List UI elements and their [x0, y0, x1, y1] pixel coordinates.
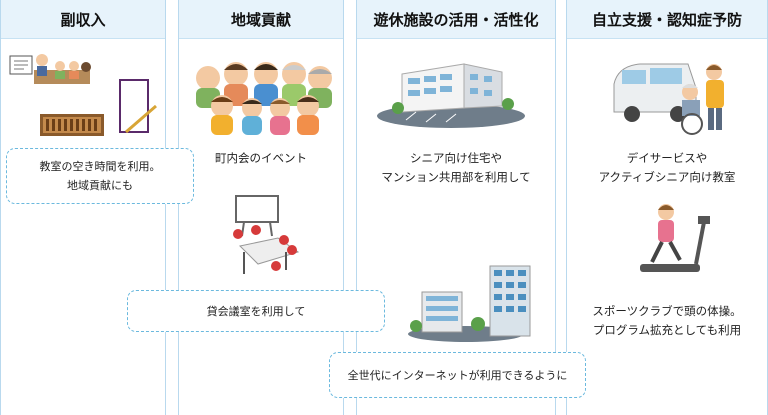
day-service-van-illustration [613, 63, 724, 135]
column-title: 地域貢献 [179, 0, 343, 39]
meeting-room-note: 貸会議室を利用して [127, 290, 385, 332]
sports-club-caption-line2: プログラム拡充としても利用 [592, 323, 742, 337]
office-buildings-illustration [408, 265, 531, 342]
classroom-note-line1: 教室の空き時間を利用。 [39, 160, 161, 173]
internet-note-text: 全世代にインターネットが利用できるように [347, 368, 568, 382]
meeting-room-illustration [233, 195, 300, 274]
classroom-note: 教室の空き時間を利用。 地域貢献にも [6, 148, 194, 204]
column-title: 自立支援・認知症予防 [567, 0, 767, 39]
meeting-room-note-text: 貸会議室を利用して [206, 304, 306, 318]
day-service-caption-line2: アクティブシニア向け教室 [598, 170, 736, 184]
community-event-caption: 町内会のイベント [215, 151, 307, 165]
treadmill-illustration [640, 204, 710, 272]
senior-housing-caption-line2: マンション共用部を利用して [381, 170, 531, 184]
senior-housing-illustration [377, 63, 525, 128]
classroom-note-line2: 地域貢献にも [67, 179, 133, 192]
internet-note: 全世代にインターネットが利用できるように [329, 352, 586, 398]
sports-club-caption-line1: スポーツクラブで頭の体操。 [592, 304, 742, 318]
column-facilities: 遊休施設の活用・活性化 [356, 0, 556, 415]
classroom-abacus-illustration [9, 54, 157, 136]
column-title: 副収入 [1, 0, 165, 39]
column-title: 遊休施設の活用・活性化 [357, 0, 555, 39]
senior-housing-caption-line1: シニア向け住宅や [410, 151, 502, 165]
day-service-caption-line1: デイサービスや [626, 151, 708, 165]
community-crowd-illustration [196, 62, 332, 135]
